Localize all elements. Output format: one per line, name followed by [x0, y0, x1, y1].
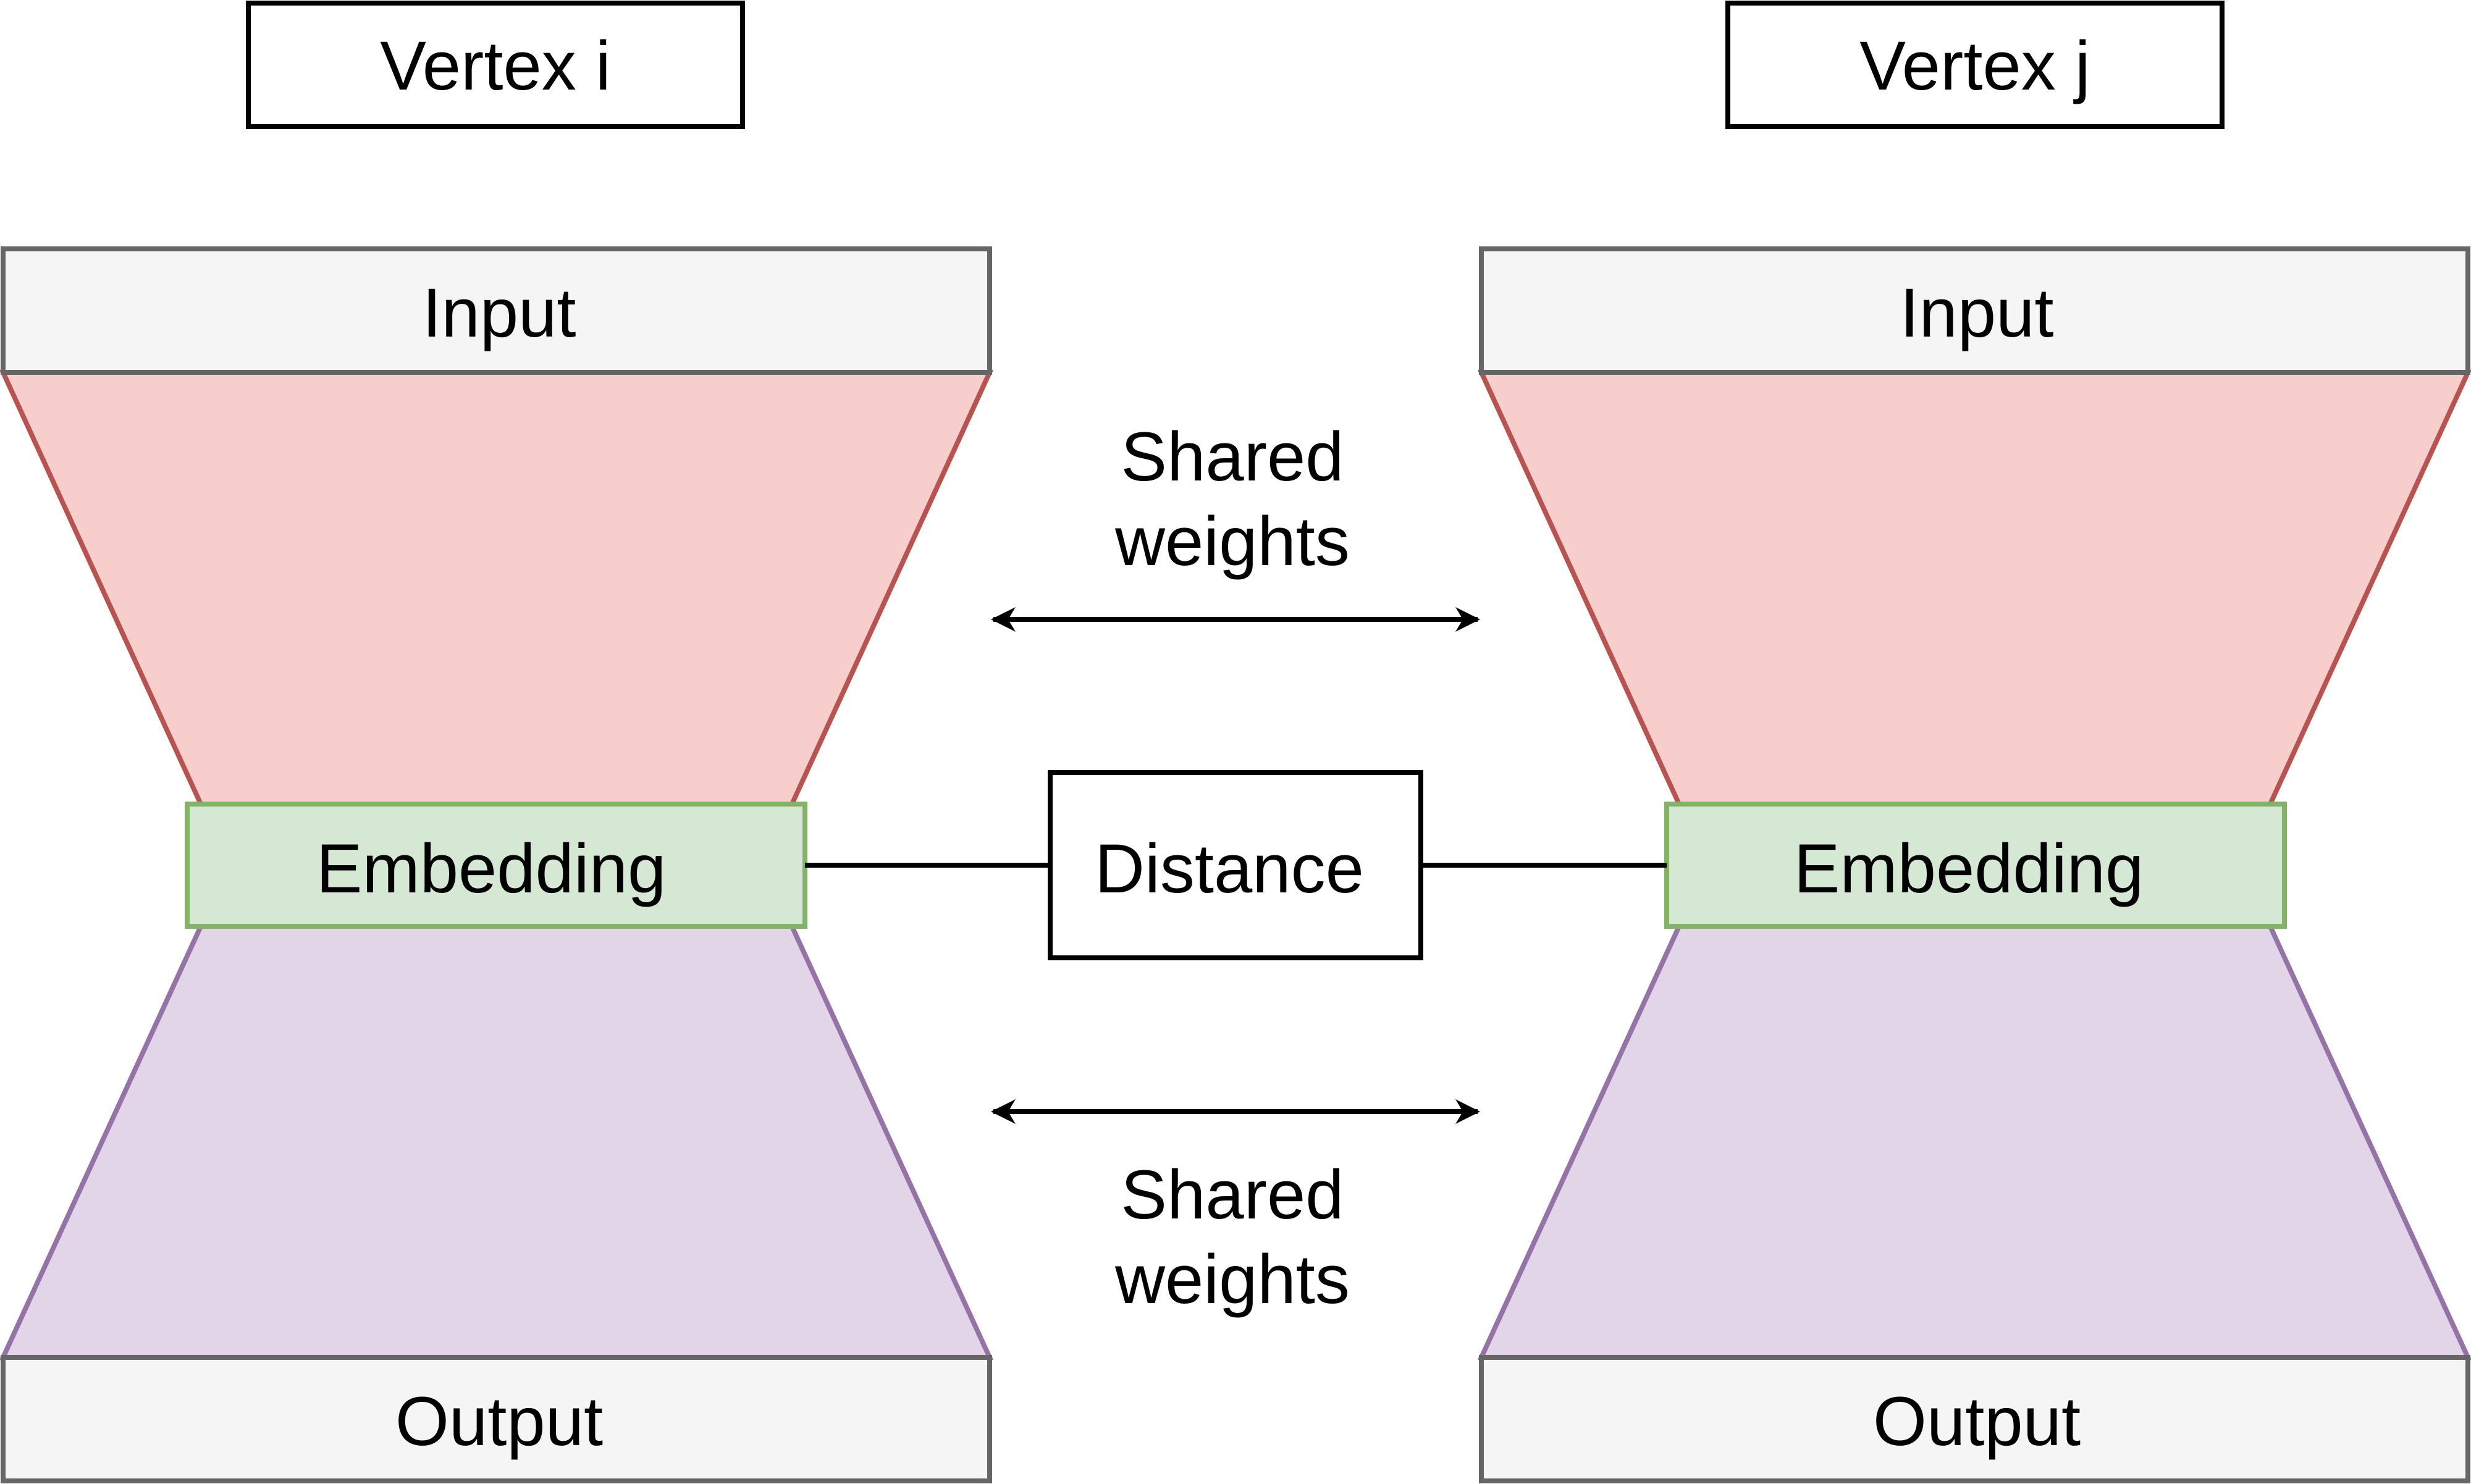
vertex-i-input: Input	[1, 246, 992, 375]
vertex-j-embedding: Embedding	[1664, 802, 2287, 929]
shared-weights-top-line1: Shared	[1121, 418, 1344, 495]
vertex-i-encoder	[0, 370, 994, 807]
vertex-j-output: Output	[1479, 1355, 2470, 1483]
distance-box: Distance	[1048, 770, 1423, 960]
shared-weights-bottom-line2: weights	[1114, 1241, 1350, 1318]
network-vertex-j: Vertex j Input Embedding Output	[1477, 1, 2471, 1483]
vertex-i-embedding: Embedding	[185, 802, 807, 929]
vertex-j-input: Input	[1479, 246, 2470, 375]
shared-weights-bottom-line1: Shared	[1121, 1156, 1344, 1233]
vertex-j-decoder	[1477, 924, 2471, 1360]
vertex-i-title-text: Vertex i	[380, 27, 611, 104]
vertex-j-embedding-label: Embedding	[1794, 830, 2144, 907]
vertex-j-input-label: Input	[1900, 274, 2053, 351]
vertex-i-decoder	[0, 924, 994, 1360]
shared-weights-top-label: Shared weights	[1114, 418, 1350, 580]
distance-label: Distance	[1095, 830, 1364, 907]
network-vertex-i: Vertex i Input Embedding Output	[0, 1, 994, 1483]
vertex-i-output: Output	[1, 1355, 992, 1483]
vertex-i-input-label: Input	[422, 274, 576, 351]
center-section: Shared weights Distance Shared weights	[805, 418, 1667, 1318]
shared-weights-top-line2: weights	[1114, 503, 1350, 580]
vertex-i-output-label: Output	[395, 1383, 603, 1460]
vertex-j-title: Vertex j	[1725, 1, 2225, 129]
vertex-j-output-label: Output	[1873, 1383, 2081, 1460]
vertex-j-encoder	[1477, 370, 2471, 807]
vertex-j-title-text: Vertex j	[1859, 27, 2090, 104]
shared-weights-bottom-label: Shared weights	[1114, 1156, 1350, 1318]
vertex-i-title: Vertex i	[246, 1, 745, 129]
vertex-i-embedding-label: Embedding	[316, 830, 667, 907]
